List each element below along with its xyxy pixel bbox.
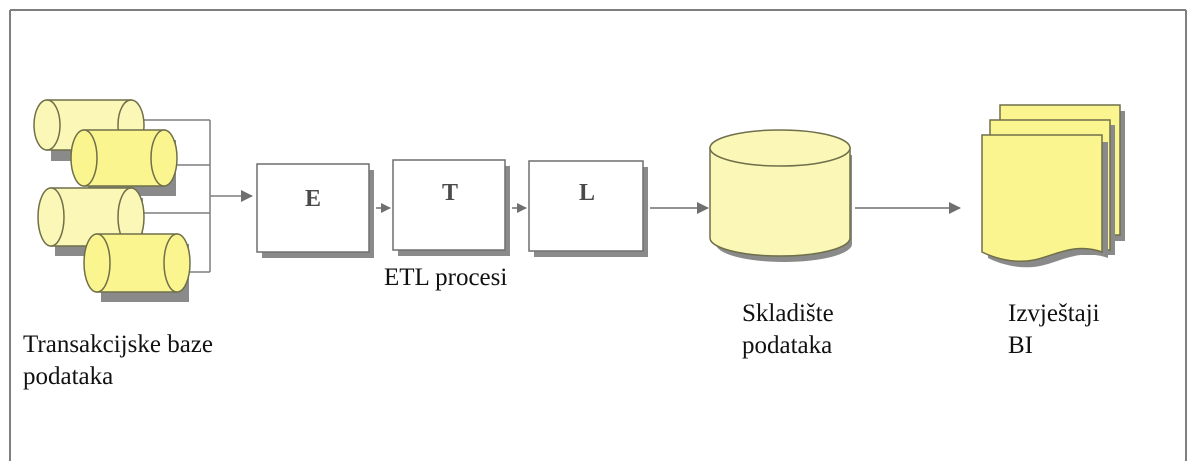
source-label-line1: Transakcijske baze	[23, 331, 213, 358]
source-label-line2: podataka	[23, 363, 113, 390]
etl-step-transform: T	[392, 159, 510, 256]
reports-label-line1: Izvještaji	[1008, 300, 1100, 327]
warehouse-label-line2: podataka	[742, 332, 832, 359]
reports-label-line2: BI	[1008, 332, 1033, 359]
reports-icon	[981, 104, 1125, 268]
etl-step-extract: E	[256, 163, 374, 258]
etl-step-label-e: E	[305, 186, 321, 212]
transactional-databases	[33, 99, 191, 302]
etl-caption: ETL procesi	[384, 264, 507, 291]
etl-step-load: L	[528, 160, 648, 257]
warehouse-label-line1: Skladište	[742, 300, 834, 327]
diagram-frame	[9, 9, 1187, 461]
database-icon	[83, 233, 191, 302]
etl-step-label-t: T	[442, 180, 458, 206]
data-warehouse-icon	[709, 129, 852, 262]
database-icon	[70, 129, 178, 196]
etl-step-label-l: L	[579, 180, 595, 206]
